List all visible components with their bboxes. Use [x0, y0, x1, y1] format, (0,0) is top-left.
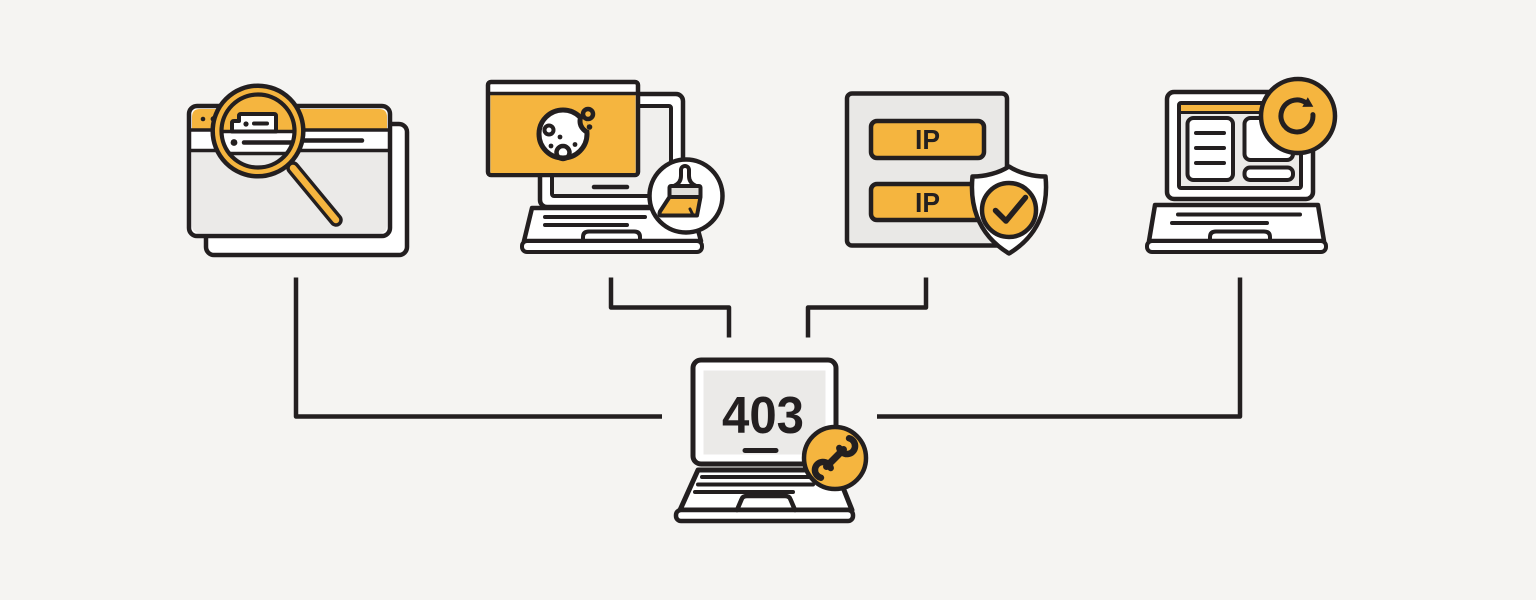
brush-badge	[647, 157, 725, 235]
connector-refresh-to-error	[877, 277, 1243, 419]
wrench-icon	[811, 435, 859, 481]
inspect-browser-node	[186, 83, 410, 258]
refresh-badge	[1258, 76, 1338, 156]
error-laptop-node: 403	[673, 357, 869, 524]
connectors	[293, 277, 1243, 419]
connector-ip-to-error	[805, 277, 929, 338]
error-screen	[703, 370, 826, 455]
ip-label-1: IP	[915, 124, 940, 155]
laptop-lip	[673, 507, 856, 524]
clear-cookies-node	[485, 79, 725, 254]
check-ip-node: IP IP	[844, 91, 1049, 256]
page-header-bar	[1181, 105, 1299, 113]
magnifier-ring	[213, 86, 303, 176]
trackpad	[581, 229, 642, 243]
shield-check-icon	[969, 164, 1049, 256]
refresh-page-node	[1145, 76, 1338, 254]
page-content-bar	[1242, 165, 1295, 182]
connector-browser-to-error	[293, 277, 662, 419]
connector-cookies-to-error	[608, 277, 732, 338]
laptop-lip	[1145, 239, 1328, 254]
trackpad	[734, 493, 798, 513]
brush-icon	[657, 164, 703, 218]
laptop-lip	[520, 239, 704, 254]
ip-row-2: IP	[868, 181, 987, 223]
magnifier-icon	[210, 83, 343, 227]
trackpad	[1208, 229, 1272, 243]
brush-bristles	[657, 195, 703, 218]
ip-row-1: IP	[868, 118, 987, 161]
ip-label-2: IP	[915, 187, 940, 218]
checkmark-icon	[992, 194, 1029, 224]
error-code: 403	[722, 387, 804, 445]
cookie-crumb	[586, 124, 593, 130]
window-dot	[200, 116, 206, 122]
refresh-icon	[1278, 97, 1316, 135]
wrench-badge	[801, 424, 869, 492]
cookie-crumb	[580, 106, 596, 122]
cookie-panel	[485, 79, 641, 178]
